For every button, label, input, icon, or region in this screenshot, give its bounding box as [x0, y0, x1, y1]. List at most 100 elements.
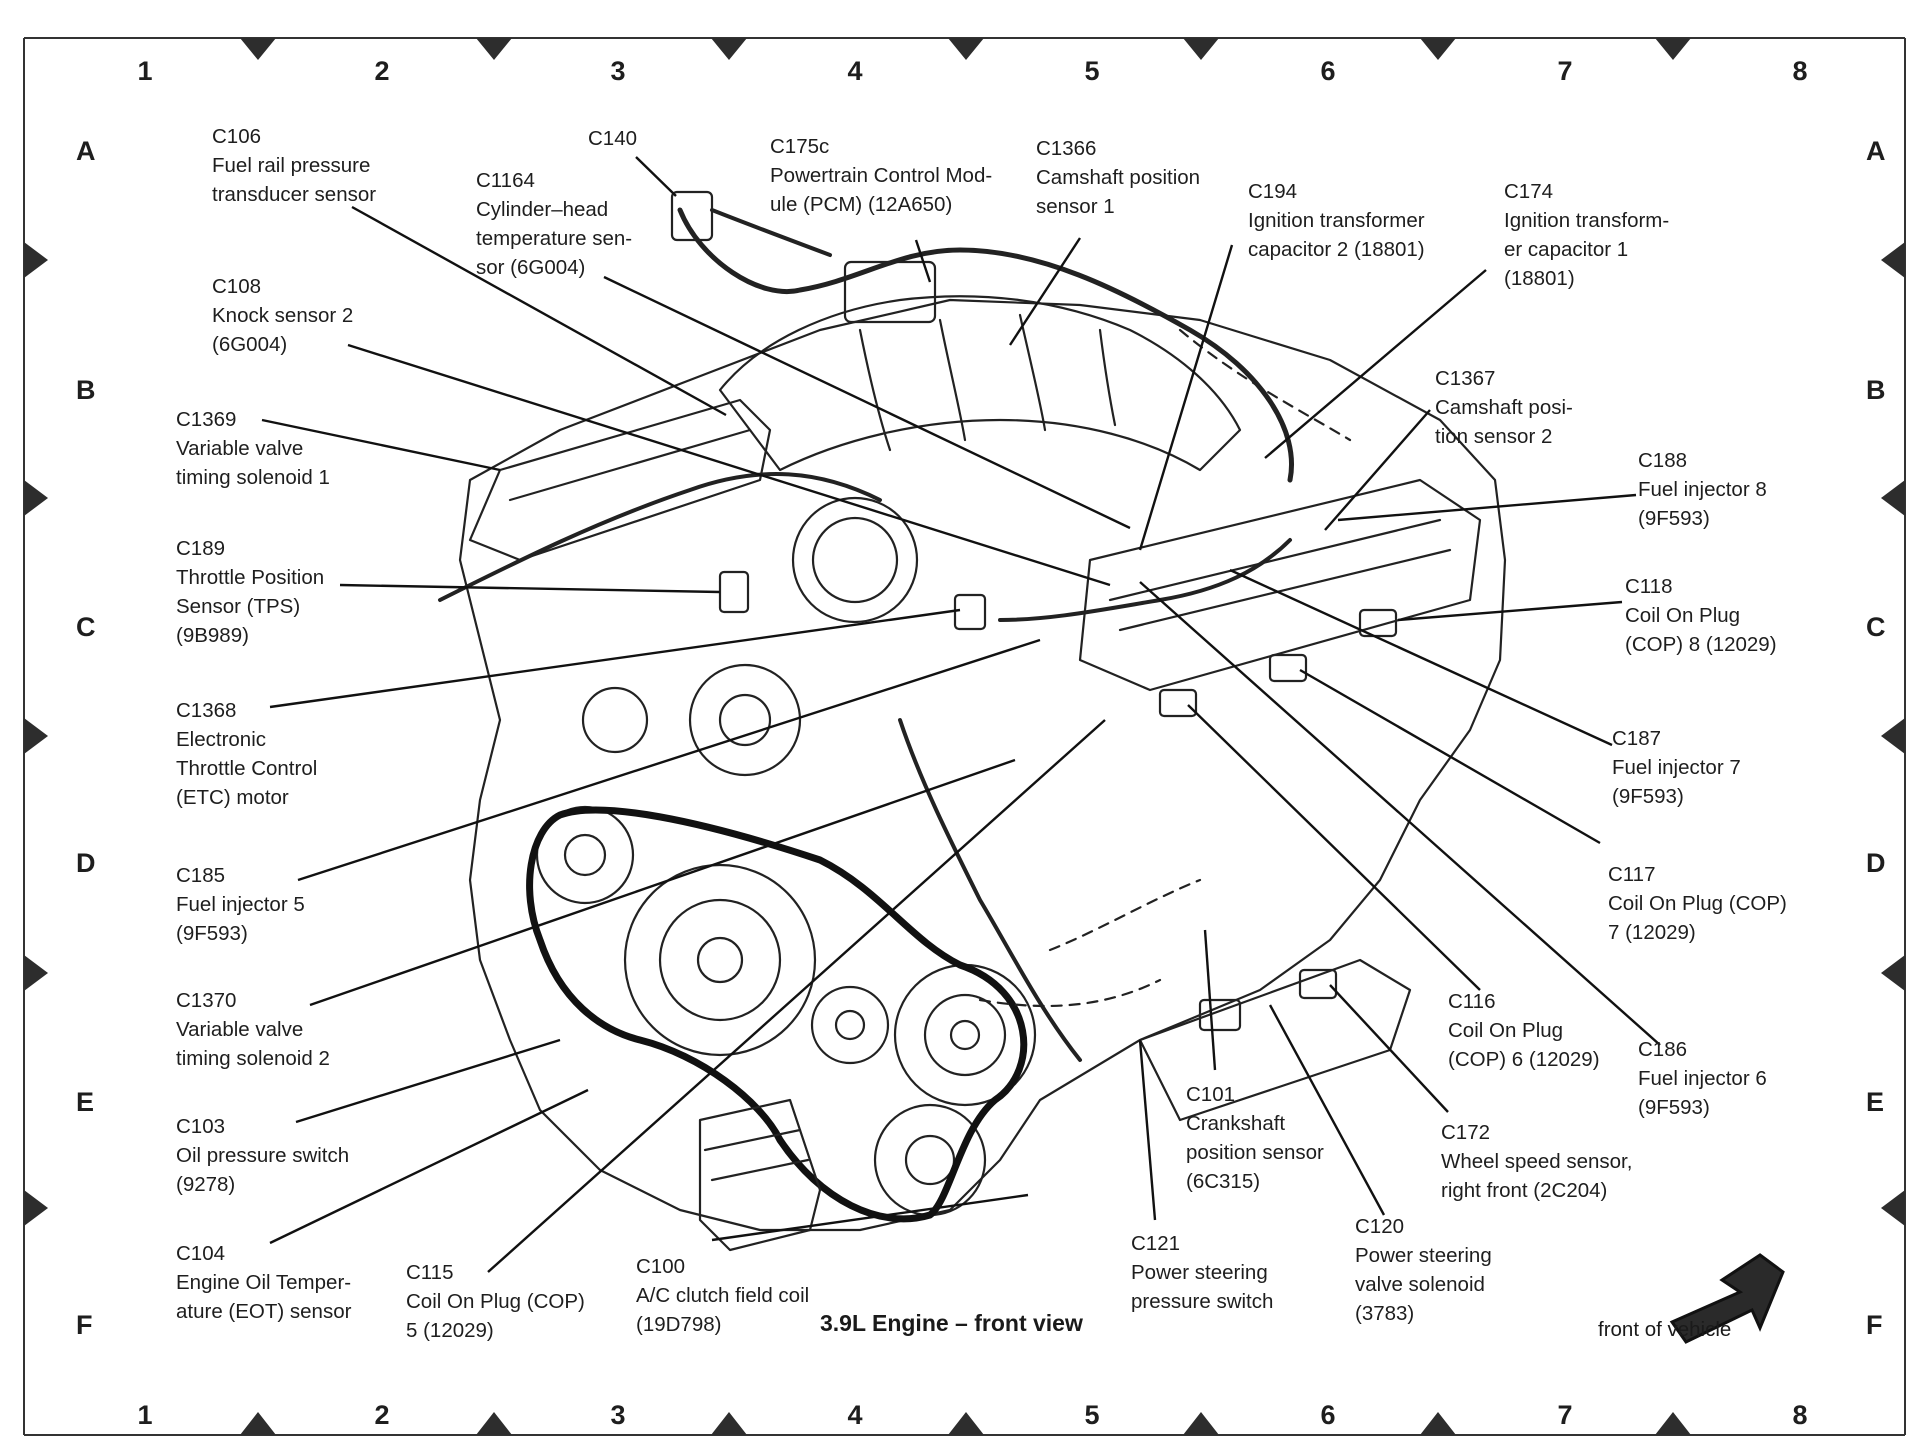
leader-c174 — [1264, 269, 1487, 459]
connector-description: sensor 1 — [1036, 195, 1115, 218]
sensor-body-c101 — [1198, 998, 1242, 1032]
connector-id: C118 — [1625, 575, 1673, 598]
connector-id: C120 — [1355, 1215, 1405, 1238]
grid-column-3: 3 — [610, 56, 626, 86]
grid-column-7: 7 — [1557, 56, 1573, 86]
front-of-vehicle-arrow-icon — [1669, 1253, 1785, 1344]
leader-c194 — [1138, 244, 1234, 551]
leader-c103 — [295, 1038, 561, 1124]
connector-id: C101 — [1186, 1083, 1236, 1106]
oil-pan — [1138, 958, 1412, 1122]
connector-id: C185 — [176, 864, 226, 887]
zone-markers — [24, 38, 1905, 1435]
grid-column-7: 7 — [1557, 1400, 1573, 1430]
grid-column-5: 5 — [1084, 1400, 1100, 1430]
grid-column-4: 4 — [847, 1400, 863, 1430]
intake-manifold — [718, 295, 1242, 472]
grid-column-3: 3 — [610, 1400, 626, 1430]
crank-pulley — [623, 863, 817, 1057]
connector-description: Variable valve — [176, 1018, 304, 1041]
grid-row-A: A — [1866, 136, 1886, 166]
leader-c120 — [1268, 1004, 1386, 1216]
grid-row-B: B — [1866, 375, 1886, 405]
leader-c175c — [914, 239, 932, 283]
connector-id: C186 — [1638, 1038, 1688, 1061]
callout-c140: C140 — [588, 124, 637, 153]
left-valve-cover — [468, 398, 772, 562]
oil-filter — [698, 1098, 822, 1252]
grid-column-8: 8 — [1792, 1400, 1808, 1430]
coil-pack-7 — [1268, 653, 1308, 683]
leader-c106 — [351, 205, 727, 417]
connector-id: C121 — [1131, 1232, 1181, 1255]
connector-description: pressure switch — [1131, 1290, 1274, 1313]
wiring-harness — [677, 207, 1294, 483]
engine-drawing — [438, 190, 1507, 1252]
connector-description: er capacitor 1 — [1504, 238, 1629, 261]
connector-description: (9F593) — [1638, 507, 1710, 530]
connector-id: C1368 — [176, 699, 237, 722]
connector-description: Powertrain Control Mod- — [770, 164, 993, 187]
connector-description: tion sensor 2 — [1435, 425, 1553, 448]
sensor-body-c172 — [1298, 968, 1338, 1000]
connector-description: (9B989) — [176, 624, 249, 647]
connector-description: Oil pressure switch — [176, 1144, 350, 1167]
water-pump-pulley — [688, 663, 802, 777]
connector-id: C106 — [212, 125, 262, 148]
connector-id: C103 — [176, 1115, 226, 1138]
connector-id: C115 — [406, 1261, 454, 1284]
leader-c101 — [1203, 929, 1217, 1071]
leader-c1368 — [269, 608, 961, 709]
grid-row-F: F — [76, 1310, 93, 1340]
leader-c108 — [347, 343, 1111, 587]
connector-id: C1367 — [1435, 367, 1496, 390]
connector-description: Fuel injector 7 — [1612, 756, 1741, 779]
grid-column-2: 2 — [374, 1400, 390, 1430]
leader-c118 — [1397, 600, 1623, 622]
connector-description: Fuel injector 5 — [176, 893, 305, 916]
grid-column-6: 6 — [1320, 56, 1336, 86]
pcm-connector — [670, 190, 714, 242]
grid-column-6: 6 — [1320, 1400, 1336, 1430]
connector-description: (18801) — [1504, 267, 1575, 290]
connector-description: A/C clutch field coil — [636, 1284, 810, 1307]
ac-compressor-pulley — [873, 1103, 987, 1217]
connector-description: Sensor (TPS) — [176, 595, 301, 618]
connector-description: Power steering — [1131, 1261, 1268, 1284]
connector-id: C194 — [1248, 180, 1298, 203]
connector-id: C1164 — [476, 169, 535, 192]
pcm-module — [843, 260, 937, 324]
leader-lines — [261, 156, 1661, 1273]
leader-c1164 — [603, 275, 1131, 530]
connector-description: 7 (12029) — [1608, 921, 1696, 944]
grid-row-D: D — [76, 848, 96, 878]
connector-description: Fuel injector 6 — [1638, 1067, 1767, 1090]
connector-id: C116 — [1448, 990, 1496, 1013]
grid-row-E: E — [76, 1087, 95, 1117]
coil-pack-8 — [1358, 608, 1398, 638]
connector-description: (6G004) — [212, 333, 288, 356]
connector-id: C1366 — [1036, 137, 1097, 160]
connector-id: C104 — [176, 1242, 226, 1265]
connector-id: C189 — [176, 537, 226, 560]
tensioner-pulley — [810, 985, 890, 1065]
connector-description: Fuel injector 8 — [1638, 478, 1767, 501]
connector-description: (COP) 6 (12029) — [1448, 1048, 1600, 1071]
connector-id: C187 — [1612, 727, 1662, 750]
grid-row-C: C — [76, 612, 96, 642]
leader-c1366 — [1008, 237, 1082, 346]
